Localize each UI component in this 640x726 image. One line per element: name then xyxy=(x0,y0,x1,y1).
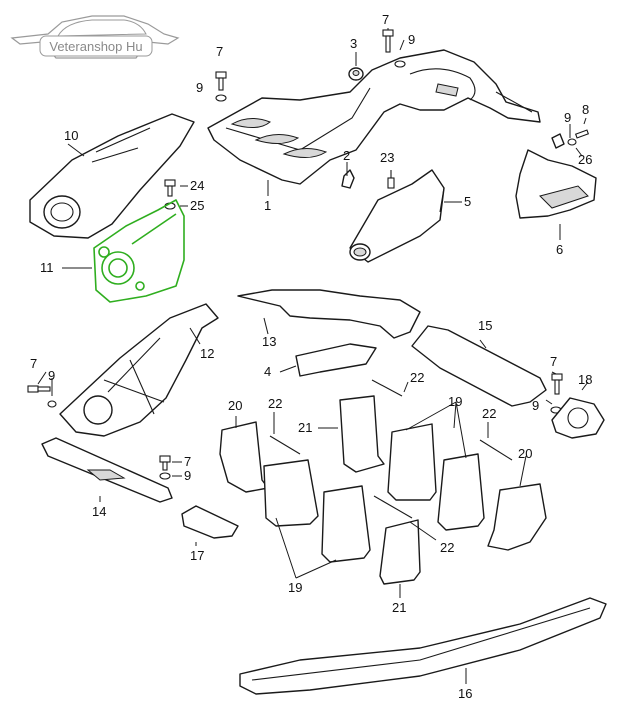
callout-12: 12 xyxy=(200,346,214,361)
part-6-corner-panel xyxy=(515,149,597,219)
callout-11: 11 xyxy=(40,260,54,275)
callout-9-lower: 9 xyxy=(184,468,191,483)
part-10-side-panel xyxy=(29,113,195,239)
callout-19-lower: 19 xyxy=(288,580,302,595)
leader-lines xyxy=(37,28,589,684)
callout-22-upper: 22 xyxy=(410,370,424,385)
part-11-cover-highlighted xyxy=(93,199,185,303)
baffle-20-right xyxy=(487,483,547,551)
callout-16: 16 xyxy=(458,686,472,701)
callout-22-left: 22 xyxy=(268,396,282,411)
callout-3: 3 xyxy=(350,36,357,51)
baffle-19-d xyxy=(321,485,371,563)
callout-21-upper: 21 xyxy=(298,420,312,435)
callout-17: 17 xyxy=(190,548,204,563)
callout-23: 23 xyxy=(380,150,394,165)
callout-9-right: 9 xyxy=(532,398,539,413)
baffle-21-upper xyxy=(339,395,385,473)
callout-7-top: 7 xyxy=(382,12,389,27)
baffle-21-lower xyxy=(379,519,421,585)
part-1-firewall-panel xyxy=(207,49,541,185)
part-13-cover xyxy=(237,289,421,339)
callout-7-left-mid: 7 xyxy=(30,356,37,371)
part-17-bracket xyxy=(181,505,239,539)
callout-22-lower: 22 xyxy=(440,540,454,555)
callout-10: 10 xyxy=(64,128,78,143)
baffle-20-left xyxy=(219,421,269,493)
logo-text: Veteranshop Hu xyxy=(49,39,142,54)
veteranshop-logo: Veteranshop Hu xyxy=(10,15,180,59)
part-18-flange xyxy=(551,397,605,439)
callout-15: 15 xyxy=(478,318,492,333)
callout-9-left-mid: 9 xyxy=(48,368,55,383)
callout-22-right: 22 xyxy=(482,406,496,421)
callout-labels: 1 2 3 4 5 6 7 7 7 7 7 8 9 9 9 9 9 9 10 1… xyxy=(30,12,592,701)
callout-26: 26 xyxy=(578,152,592,167)
callout-4: 4 xyxy=(264,364,271,379)
baffle-19-b xyxy=(263,459,319,527)
callout-20-right: 20 xyxy=(518,446,532,461)
callout-25: 25 xyxy=(190,198,204,213)
callout-18: 18 xyxy=(578,372,592,387)
callout-24: 24 xyxy=(190,178,204,193)
callout-2: 2 xyxy=(343,148,350,163)
callout-19-upper: 19 xyxy=(448,394,462,409)
part-4-bracket xyxy=(295,343,377,377)
baffle-19-a xyxy=(387,423,437,501)
callout-7-right: 7 xyxy=(550,354,557,369)
callout-21-lower: 21 xyxy=(392,600,406,615)
callout-9-right-top: 9 xyxy=(564,110,571,125)
bolt-8-right xyxy=(551,129,590,149)
callout-20-left: 20 xyxy=(228,398,242,413)
part-14-rail xyxy=(41,437,173,503)
callout-13: 13 xyxy=(262,334,276,349)
callout-14: 14 xyxy=(92,504,106,519)
part-2-clip xyxy=(341,169,355,189)
bolt-7-right xyxy=(550,373,563,414)
part-12-side-panel xyxy=(59,303,219,437)
part-23-screw xyxy=(387,170,395,189)
part-3-grommet xyxy=(348,67,364,81)
callout-7-lower: 7 xyxy=(184,454,191,469)
callout-1: 1 xyxy=(264,198,271,213)
part-16-bar xyxy=(239,597,607,695)
part-15-cover xyxy=(411,325,547,407)
bolt-7-left-mid xyxy=(27,385,57,408)
callout-7-left-top: 7 xyxy=(216,44,223,59)
callout-8: 8 xyxy=(582,102,589,117)
bolt-7-lower xyxy=(159,455,171,480)
callout-9-top: 9 xyxy=(408,32,415,47)
baffle-19-c xyxy=(437,453,485,531)
bolt-7-top xyxy=(382,29,406,68)
rods-22 xyxy=(269,379,513,519)
part-5-duct xyxy=(349,169,445,263)
callout-9-left-top: 9 xyxy=(196,80,203,95)
bolt-7-left-top xyxy=(215,71,227,102)
callout-5: 5 xyxy=(464,194,471,209)
callout-6: 6 xyxy=(556,242,563,257)
